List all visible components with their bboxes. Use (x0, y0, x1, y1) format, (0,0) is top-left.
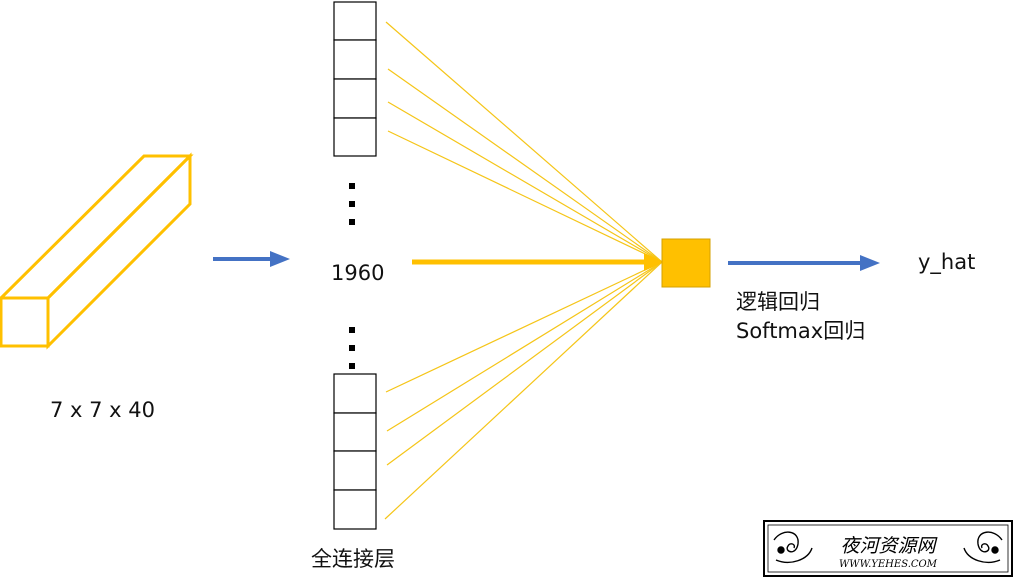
blue-arrow-icon (213, 251, 290, 267)
ornament-icon (773, 531, 1003, 564)
watermark-url: WWW.YEHES.COM (839, 559, 938, 570)
watermark-badge: 夜河资源网 WWW.YEHES.COM (763, 520, 1013, 577)
ellipsis-dots-top (349, 183, 355, 225)
flatten-count-label: 1960 (331, 261, 385, 285)
output-head-label: 逻辑回归 Softmax回归 (736, 290, 866, 343)
input-volume (0, 152, 194, 350)
output-label: y_hat (918, 250, 976, 274)
input-dims-label: 7 x 7 x 40 (50, 398, 155, 422)
fc-layer-label: 全连接层 (311, 547, 395, 571)
ellipsis-dots-bottom (349, 327, 355, 369)
output-unit (661, 238, 711, 288)
blue-arrow-icon (728, 255, 880, 271)
neuron-stack-top (333, 1, 377, 157)
watermark-title: 夜河资源网 (840, 535, 938, 557)
yellow-arrow-icon (412, 253, 664, 271)
neuron-stack-bottom (333, 373, 377, 530)
connection-lines (384, 21, 663, 520)
